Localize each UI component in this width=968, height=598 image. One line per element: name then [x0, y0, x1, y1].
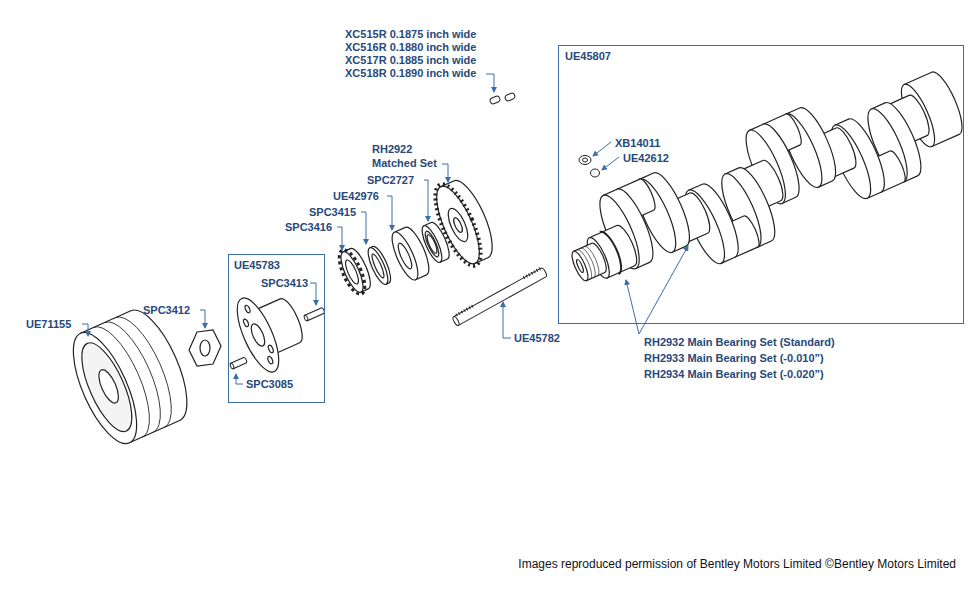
part-number: XC518R 0.1890 inch wide: [345, 67, 476, 80]
illustration-shape: [426, 179, 489, 272]
part-number: UE42612: [623, 152, 669, 165]
illustration-shape: [584, 244, 602, 275]
copyright-note: Images reproduced permission of Bentley …: [518, 558, 956, 571]
part-number: UE45782: [514, 332, 560, 345]
illustration-shape: [454, 267, 548, 325]
illustration-shape: [229, 293, 287, 377]
part-number: SPC3412: [143, 304, 190, 317]
illustration-shape: [396, 242, 415, 271]
illustration-shape: [425, 234, 439, 255]
illustration-shape: [591, 169, 600, 177]
illustration-shape: [452, 316, 460, 327]
part-number: RH2932 Main Bearing Set (Standard): [644, 336, 835, 349]
washer: [364, 244, 394, 287]
illustration-shape: [337, 249, 368, 295]
illustration-shape: [343, 258, 361, 285]
illustration-shape: [583, 158, 588, 162]
illustration-shape: [387, 229, 423, 283]
part-number: XC516R 0.1880 inch wide: [345, 41, 476, 54]
illustration-shape: [581, 246, 599, 277]
illustration-shape: [639, 246, 688, 334]
illustration-shape: [337, 227, 342, 250]
illustration-shape: [370, 253, 386, 279]
illustration-shape: [243, 318, 250, 327]
assembly-number: UE45807: [565, 50, 611, 63]
illustration-shape: [244, 305, 251, 314]
illustration-shape: [503, 302, 511, 338]
illustration-shape: [361, 212, 366, 244]
part-number: XC515R 0.1875 inch wide: [345, 28, 476, 41]
assembly-box: UE45783SPC3413SPC3085: [228, 254, 325, 403]
illustration-shape: [267, 345, 274, 354]
illustration-shape: [442, 164, 448, 182]
illustration-shape: [456, 306, 473, 315]
illustration-shape: [387, 196, 392, 230]
part-number: RH2934 Main Bearing Set (-0.020”): [644, 368, 824, 381]
illustration-shape: [364, 245, 391, 286]
illustration-shape: [524, 269, 541, 278]
part-number: UE71155: [26, 318, 71, 331]
part-number: SPC3085: [246, 378, 293, 391]
illustration-shape: [424, 180, 428, 221]
illustration-shape: [489, 95, 501, 105]
illustration-shape: [72, 336, 142, 438]
illustration-shape: [504, 92, 516, 102]
illustration-shape: [303, 315, 308, 322]
illustration-shape: [236, 374, 243, 384]
woodruff-keys: [489, 92, 516, 105]
illustration-shape: [444, 206, 471, 245]
illustration-shape: [229, 363, 234, 370]
illustration-shape: [267, 356, 274, 365]
leader-lines: [82, 74, 688, 384]
illustration-shape: [200, 310, 205, 328]
part-number: RH2933 Main Bearing Set (-0.010”): [644, 352, 824, 365]
illustration-shape: [575, 259, 584, 273]
illustration-shape: [310, 283, 316, 305]
part-number: SPC3413: [261, 277, 308, 290]
part-number: SPC3415: [309, 206, 356, 219]
part-number: RH2922 Matched Set: [372, 142, 452, 170]
illustration-shape: [569, 249, 591, 282]
illustration-shape: [200, 340, 210, 356]
small-washers: [579, 156, 600, 178]
part-number: XC517R 0.1885 inch wide: [345, 54, 476, 67]
illustration-shape: [626, 280, 639, 334]
illustration-shape: [452, 216, 464, 233]
illustration-shape: [602, 157, 619, 170]
illustration-shape: [189, 330, 221, 366]
timing-gear: [426, 173, 501, 271]
assembly-number: UE45783: [234, 259, 280, 272]
illustration-shape: [593, 142, 611, 156]
illustration-shape: [60, 324, 149, 452]
part-number: SPC2727: [367, 174, 414, 187]
illustration-shape: [579, 156, 591, 165]
dowel-pin: [303, 307, 325, 321]
part-number: SPC3416: [285, 221, 332, 234]
roll-pin: [229, 357, 247, 369]
illustration-shape: [95, 367, 122, 406]
part-number: UE42976: [333, 190, 379, 203]
illustration-shape: [249, 322, 268, 348]
illustration-shape: [82, 324, 88, 336]
part-number: XB14011: [615, 137, 660, 150]
assembly-box: UE45807XB14011UE42612: [558, 45, 964, 324]
crankshaft: [553, 49, 968, 318]
crank-pulley: [60, 302, 199, 452]
stud: [452, 267, 548, 326]
illustration-shape: [423, 230, 442, 259]
illustration-shape: [334, 246, 370, 297]
illustration-shape: [486, 74, 494, 92]
pulley-nut: [189, 330, 221, 366]
crank-hub: [229, 281, 314, 377]
